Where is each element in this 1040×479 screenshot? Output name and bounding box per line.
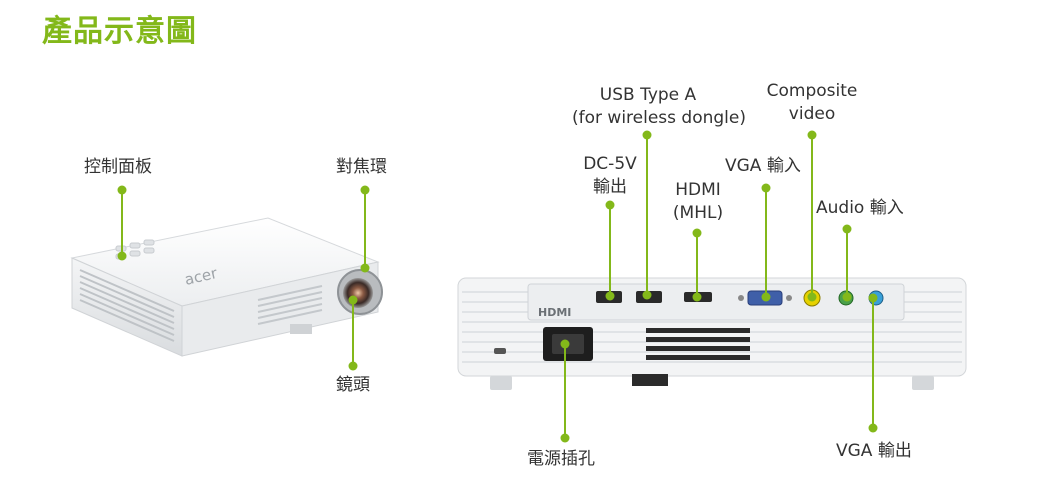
label-focus-ring: 對焦環 <box>336 157 387 177</box>
label-usb-line1: USB Type A <box>599 85 697 105</box>
projector-front-view: acer <box>70 217 383 357</box>
hdmi-logo: HDMI <box>538 306 571 319</box>
label-dc-5v-line2: 輸出 <box>593 177 627 197</box>
projector-rear-view: HDMI <box>457 277 967 390</box>
label-dc-5v-line1: DC-5V <box>583 154 637 174</box>
label-composite-video: Composite video <box>760 80 864 126</box>
label-hdmi-line1: HDMI <box>675 180 721 200</box>
projector-front-vents <box>257 285 323 325</box>
label-vga-out: VGA 輸出 <box>836 441 912 461</box>
label-dc-5v: DC-5V 輸出 <box>578 153 642 199</box>
label-audio-in: Audio 輸入 <box>816 198 904 218</box>
kensington-slot <box>494 348 506 354</box>
rear-vent-grille <box>646 328 750 360</box>
projector-front-side <box>181 261 379 357</box>
vga-screw-left <box>738 295 744 301</box>
label-composite-line2: video <box>788 104 836 124</box>
vga-screw-right <box>786 295 792 301</box>
label-hdmi-line2: (MHL) <box>672 203 724 223</box>
projector-foot <box>290 324 312 334</box>
label-vga-in: VGA 輸入 <box>725 156 801 176</box>
rear-stand <box>632 374 668 386</box>
label-control-panel: 控制面板 <box>84 157 152 177</box>
label-composite-line1: Composite <box>766 81 858 101</box>
rear-foot-right <box>912 376 934 390</box>
label-usb-type-a: USB Type A (for wireless dongle) <box>572 84 746 130</box>
label-usb-line2: (for wireless dongle) <box>572 108 746 128</box>
callout-dots <box>117 130 878 443</box>
label-hdmi-mhl: HDMI (MHL) <box>668 179 728 225</box>
projector-side-vents <box>79 269 175 342</box>
label-lens: 鏡頭 <box>336 375 370 395</box>
label-power-socket: 電源插孔 <box>527 449 595 469</box>
lens-shape <box>343 278 373 308</box>
page-title: 產品示意圖 <box>42 14 197 49</box>
rear-foot-left <box>490 376 512 390</box>
callout-lines <box>121 135 874 438</box>
